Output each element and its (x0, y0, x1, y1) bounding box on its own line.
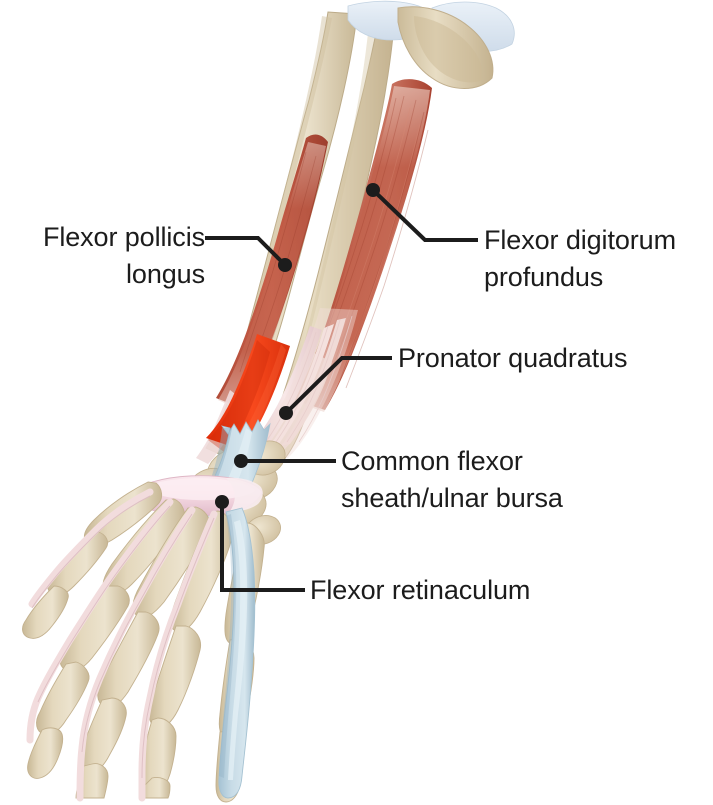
ulna-shading (214, 16, 332, 448)
little-finger-sheath-shadow (219, 514, 237, 778)
little-finger-tendon-sheath (218, 507, 256, 799)
distal-tendon-sheet (250, 308, 358, 458)
pronator-quadratus-muscle (206, 334, 290, 452)
leader-dot-flexor-pollicis-longus (278, 258, 292, 272)
digital-flexor-tendon-outlines (31, 495, 215, 779)
leader-dot-flexor-digitorum-profundus (366, 183, 380, 197)
pq-highlight (238, 344, 286, 444)
little-finger-sheath-highlight (228, 520, 248, 780)
flexor-sheath-highlight (204, 428, 252, 526)
tendon-thumb (28, 488, 154, 608)
label-flexor-pollicis-longus: Flexor pollicis longus (42, 222, 205, 289)
flexor-sheath-shadow (192, 428, 232, 520)
fpl-belly-fade (218, 142, 326, 410)
retinaculum-ulnar-flap (226, 477, 263, 512)
tendon-middle (76, 506, 196, 802)
tendon-bundle-2 (268, 324, 334, 448)
label-flexor-digitorum-profundus: Flexor digitorum profundus (484, 225, 676, 292)
thumb-distal-phalanx (22, 585, 69, 639)
leader-dots-group (215, 183, 380, 509)
deep-flexor-tendon-bundles (250, 308, 358, 458)
tendon-striation-lines (263, 315, 353, 445)
digital-flexor-tendons (26, 488, 218, 802)
radius-shading (272, 12, 378, 452)
label-common-flexor-sheath-ulnar-bursa: Common flexor sheath/ulnar bursa (341, 446, 563, 513)
leader-lines-group (205, 188, 478, 592)
leader-dot-pronator-quadratus (279, 406, 293, 420)
leader-dot-common-flexor-sheath-ulnar-bursa (234, 454, 248, 468)
digit-index (27, 498, 185, 779)
pq-body (206, 334, 290, 450)
leader-line-pronator-quadratus (284, 356, 392, 415)
leader-line-flexor-retinaculum (220, 502, 305, 592)
tendon-bundle-1 (254, 326, 322, 447)
tendon-ring (138, 510, 218, 802)
leader-line-flexor-pollicis-longus (205, 236, 287, 267)
label-flexor-retinaculum: Flexor retinaculum (310, 575, 531, 605)
label-pronator-quadratus: Pronator quadratus (398, 343, 628, 373)
digit-ring (139, 510, 234, 799)
digit-middle (75, 506, 211, 799)
tendon-index (26, 498, 174, 744)
proximal-bone-head-shadow (414, 16, 483, 83)
leader-line-flexor-digitorum-profundus (371, 188, 478, 242)
retinaculum-highlight (150, 478, 255, 501)
tendon-bundle-3 (281, 318, 346, 446)
index-distal-phalanx (27, 727, 64, 779)
leader-dot-flexor-retinaculum (215, 495, 229, 509)
pq-shading (208, 340, 270, 452)
